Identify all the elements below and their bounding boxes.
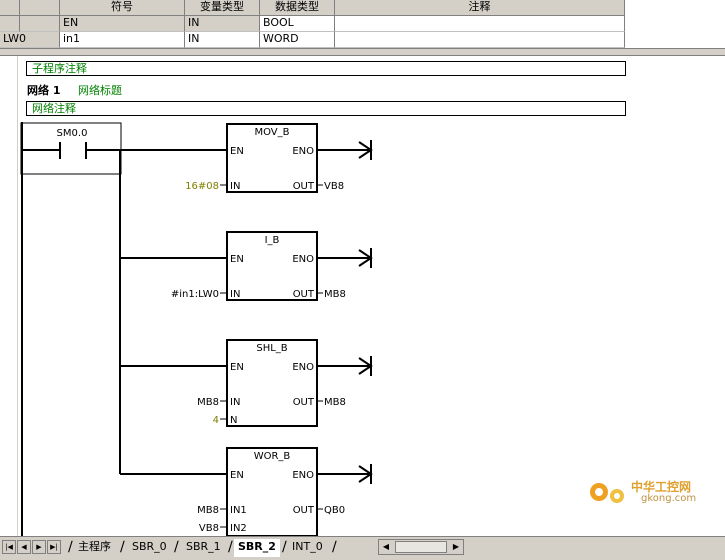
operand-out[interactable]: QB0 xyxy=(324,505,345,516)
eno-pin: ENO xyxy=(292,254,314,265)
tab-separator: ∕ xyxy=(228,539,233,555)
box-shl-b[interactable]: SHL_B EN ENO IN N OUT xyxy=(226,339,318,427)
arrow-end-icon xyxy=(358,248,373,268)
out-pin: OUT xyxy=(293,289,315,300)
tab-separator: ∕ xyxy=(282,539,287,555)
operand-out[interactable]: MB8 xyxy=(324,397,346,408)
cell-symbol[interactable]: EN xyxy=(60,16,185,32)
n-pin: N xyxy=(230,415,237,426)
cell-data-type[interactable]: BOOL xyxy=(260,16,335,32)
arrow-end-icon xyxy=(358,464,373,484)
out-pin: OUT xyxy=(293,181,315,192)
header-data-type: 数据类型 xyxy=(260,0,335,16)
in-pin: IN xyxy=(230,181,240,192)
network-header: 网络 1 网络标题 xyxy=(27,82,122,98)
network-comment[interactable]: 网络注释 xyxy=(26,101,626,116)
arrow-end-icon xyxy=(358,356,373,376)
row-address: LW0 xyxy=(0,32,60,48)
row-address xyxy=(0,16,20,32)
contact-label: SM0.0 xyxy=(57,128,88,139)
prev-icon[interactable]: ◀ xyxy=(17,540,31,554)
cell-symbol[interactable]: in1 xyxy=(60,32,185,48)
tab-sbr-2[interactable]: SBR_2 xyxy=(234,539,280,557)
cell-comment[interactable] xyxy=(335,32,625,48)
operand-n[interactable]: 4 xyxy=(213,415,219,426)
network-label: 网络 1 xyxy=(27,84,61,97)
network-title[interactable]: 网络标题 xyxy=(77,84,122,97)
in1-pin: IN1 xyxy=(230,505,247,516)
horizontal-scrollbar[interactable]: ◀ ▶ xyxy=(378,539,464,555)
eno-pin: ENO xyxy=(292,146,314,157)
ladder-diagram: SM0.0 MOV_B EN ENO IN OUT 16#08 VB8 xyxy=(20,122,373,536)
cell-data-type[interactable]: WORD xyxy=(260,32,335,48)
operand-in[interactable]: MB8 xyxy=(197,397,219,408)
tab-separator: ∕ xyxy=(68,539,73,555)
out-pin: OUT xyxy=(293,505,315,516)
en-pin: EN xyxy=(230,362,244,373)
tab-sbr-0[interactable]: SBR_0 xyxy=(132,540,167,553)
operand-in2[interactable]: VB8 xyxy=(199,523,219,534)
tab-int-0[interactable]: INT_0 xyxy=(292,540,323,553)
watermark-logo: 中华工控网 gkong.com xyxy=(587,478,715,508)
variable-table: 符号 变量类型 数据类型 注释 EN IN BOOL LW0 in1 IN WO… xyxy=(0,0,725,48)
header-comment: 注释 xyxy=(335,0,625,16)
box-name: WOR_B xyxy=(254,451,291,462)
in-pin: IN xyxy=(230,397,240,408)
scroll-thumb[interactable] xyxy=(395,541,447,553)
tab-sbr-1[interactable]: SBR_1 xyxy=(186,540,221,553)
box-name: I_B xyxy=(265,235,280,246)
box-wor-b[interactable]: WOR_B EN ENO IN1 IN2 OUT xyxy=(226,447,318,536)
selection-cursor xyxy=(20,122,122,175)
operand-in1[interactable]: MB8 xyxy=(197,505,219,516)
tab-separator: ∕ xyxy=(120,539,125,555)
cell-spacer xyxy=(20,16,60,32)
contact-normally-open[interactable] xyxy=(22,142,227,159)
left-gutter xyxy=(0,56,18,536)
in-pin: IN xyxy=(230,289,240,300)
watermark-text: 中华工控网 xyxy=(631,480,692,494)
first-icon[interactable]: |◀ xyxy=(2,540,16,554)
cell-comment[interactable] xyxy=(335,16,625,32)
out-pin: OUT xyxy=(293,397,315,408)
scroll-left-icon[interactable]: ◀ xyxy=(382,542,390,551)
header-symbol: 符号 xyxy=(60,0,185,16)
operand-out[interactable]: VB8 xyxy=(324,181,344,192)
scroll-right-icon[interactable]: ▶ xyxy=(452,542,460,551)
gear-icon xyxy=(590,483,624,503)
subroutine-comment[interactable]: 子程序注释 xyxy=(26,61,626,76)
in2-pin: IN2 xyxy=(230,523,247,534)
box-name: SHL_B xyxy=(256,343,287,354)
box-i-b[interactable]: I_B EN ENO IN OUT xyxy=(226,231,318,301)
header-var-type: 变量类型 xyxy=(185,0,260,16)
en-pin: EN xyxy=(230,146,244,157)
en-pin: EN xyxy=(230,254,244,265)
last-icon[interactable]: ▶| xyxy=(47,540,61,554)
tab-separator: ∕ xyxy=(332,539,337,555)
operand-in[interactable]: #in1:LW0 xyxy=(171,289,219,300)
tab-bar: |◀ ◀ ▶ ▶| ∕ 主程序 ∕ SBR_0 ∕ SBR_1 ∕ SBR_2 … xyxy=(0,536,725,560)
operand-in[interactable]: 16#08 xyxy=(185,181,219,192)
en-pin: EN xyxy=(230,470,244,481)
tab-separator: ∕ xyxy=(174,539,179,555)
box-mov-b[interactable]: MOV_B EN ENO IN OUT xyxy=(226,123,318,193)
header-spacer xyxy=(20,0,60,16)
watermark-url: gkong.com xyxy=(641,493,697,504)
ladder-editor[interactable]: 子程序注释 网络 1 网络标题 网络注释 SM0.0 MOV_B EN ENO … xyxy=(0,56,725,536)
arrow-end-icon xyxy=(358,140,373,160)
box-name: MOV_B xyxy=(254,127,289,138)
operand-out[interactable]: MB8 xyxy=(324,289,346,300)
cell-var-type[interactable]: IN xyxy=(185,32,260,48)
eno-pin: ENO xyxy=(292,362,314,373)
tab-main[interactable]: 主程序 xyxy=(78,540,111,553)
cell-var-type[interactable]: IN xyxy=(185,16,260,32)
table-corner xyxy=(0,0,20,16)
next-icon[interactable]: ▶ xyxy=(32,540,46,554)
pane-splitter[interactable] xyxy=(0,48,725,56)
eno-pin: ENO xyxy=(292,470,314,481)
